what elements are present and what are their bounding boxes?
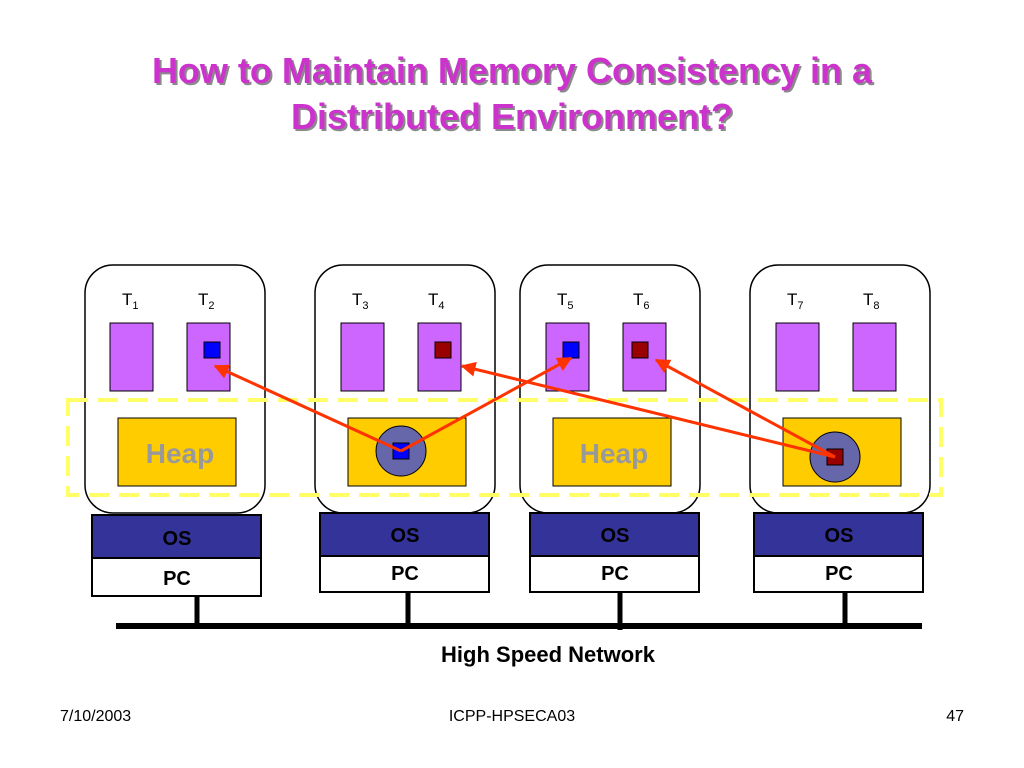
global-heap-region [66, 398, 943, 497]
os-label-4: OS [825, 525, 854, 547]
os-box-2 [319, 512, 490, 557]
os-label-2: OS [391, 525, 420, 547]
pc-label-4: PC [825, 563, 853, 585]
thread-label-8: T8 [863, 290, 880, 312]
arrow-blue-to-t2 [213, 364, 402, 453]
heap-box-3 [552, 417, 672, 487]
arrow-red-to-t4 [460, 361, 836, 459]
pc-box-2 [319, 555, 490, 593]
heap-box-1 [117, 417, 237, 487]
pc-box-4 [753, 555, 924, 593]
thread-box-1 [109, 322, 154, 392]
footer-date: 7/10/2003 [60, 708, 132, 725]
arrow-blue-to-t5 [400, 356, 573, 453]
pc-label-3: PC [601, 563, 629, 585]
cached-object-t6 [631, 341, 649, 359]
thread-label-6: T6 [633, 290, 650, 312]
pc-box-3 [529, 555, 700, 593]
thread-label-1: T1 [122, 290, 139, 312]
os-label-1: OS [163, 528, 192, 550]
footer-page-number: 47 [946, 708, 964, 725]
arrow-red-to-t6 [654, 358, 836, 459]
os-label-3: OS [601, 525, 630, 547]
thread-box-8 [852, 322, 897, 392]
slide-title: How to Maintain Memory Consistency in a … [60, 48, 964, 140]
footer-center: ICPP-HPSECA03 [448, 708, 576, 725]
slide-title-line-2: Distributed Environment? [290, 96, 734, 137]
thread-label-4: T4 [428, 290, 445, 312]
heap-label-1: Heap [146, 438, 214, 469]
network-label: High Speed Network [441, 642, 656, 667]
slide-title-line-1: How to Maintain Memory Consistency in a [151, 50, 873, 91]
thread-box-3 [340, 322, 385, 392]
os-box-1 [91, 514, 262, 559]
thread-label-2: T2 [198, 290, 215, 312]
thread-label-3: T3 [352, 290, 369, 312]
thread-label-5: T5 [557, 290, 574, 312]
thread-label-7: T7 [787, 290, 804, 312]
cached-object-t4 [434, 341, 452, 359]
heap-label-3: Heap [580, 438, 648, 469]
pc-box-1 [91, 557, 262, 597]
thread-box-7 [775, 322, 820, 392]
cached-object-t5 [562, 341, 580, 359]
cached-object-t2 [203, 341, 221, 359]
pc-label-1: PC [163, 568, 191, 590]
os-box-3 [529, 512, 700, 557]
pc-label-2: PC [391, 563, 419, 585]
